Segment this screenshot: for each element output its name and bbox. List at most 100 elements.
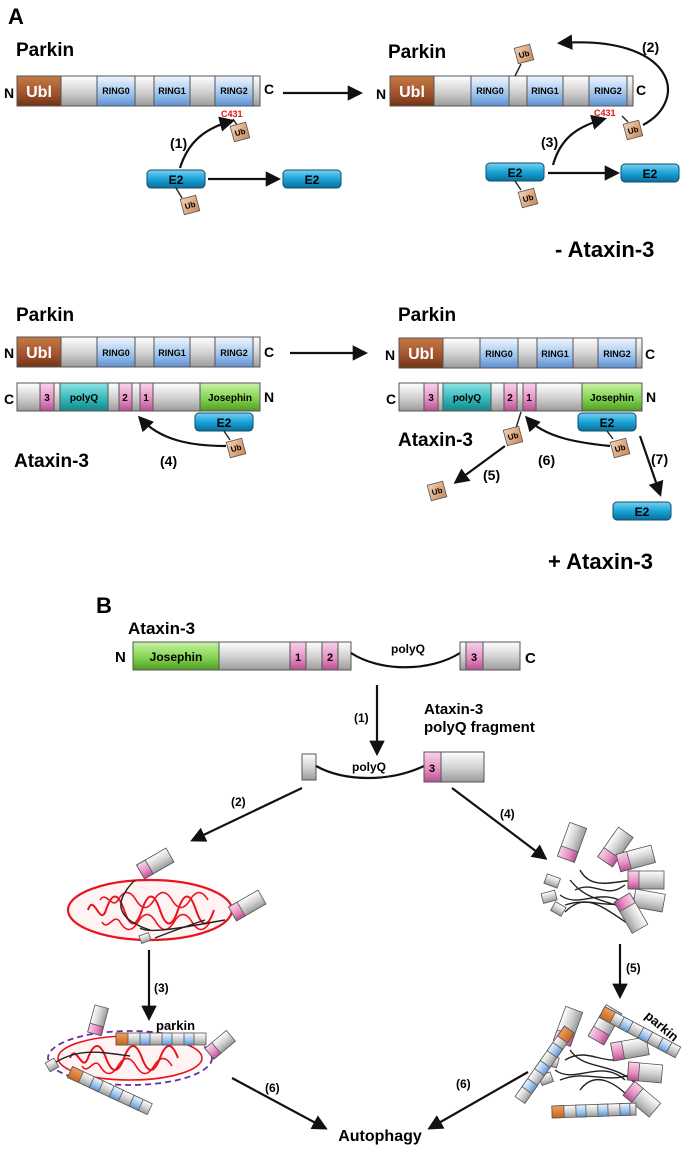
e2-label: E2 xyxy=(217,416,232,430)
fragment-tether xyxy=(120,879,151,931)
fragment-uim3-label: 3 xyxy=(429,763,435,775)
parkin-top-right: Parkin N Ubl RING0 RING1 RING2 C C431 Ub… xyxy=(376,34,680,209)
step1-arrow xyxy=(178,116,235,169)
ring0-label: RING0 xyxy=(102,348,130,358)
ring1-label: RING1 xyxy=(158,348,186,358)
ring2-domain xyxy=(597,337,637,369)
ub-on-e2: Ub xyxy=(609,437,631,459)
ataxin-c-terminus-label: C xyxy=(4,391,14,407)
fragment-uim3 xyxy=(423,751,442,783)
e2-label: E2 xyxy=(600,416,615,430)
mitochondrion-cristae-2 xyxy=(99,891,209,909)
ub-on-ring2: Ub xyxy=(622,119,644,141)
ring1-domain xyxy=(526,75,564,107)
step3-label: (3) xyxy=(154,981,169,995)
ub-on-e2: Ub xyxy=(179,194,201,216)
josephin-label: Josephin xyxy=(208,393,252,404)
c-terminus-label: C xyxy=(264,344,274,360)
step6-arrow xyxy=(524,415,611,448)
ubl-domain xyxy=(16,75,62,107)
uim1-domain xyxy=(289,641,307,671)
ring1-label: RING1 xyxy=(541,349,569,359)
ring0-label: RING0 xyxy=(102,86,130,96)
fragment-stub xyxy=(44,1057,60,1073)
ring1-domain xyxy=(153,75,191,107)
e2-label: E2 xyxy=(508,166,523,180)
n-terminus-label: N xyxy=(376,86,386,102)
parkin-bottom-left: Parkin N Ubl RING0 RING1 RING2 C C 3 pol… xyxy=(4,305,274,472)
step1-label: (1) xyxy=(354,711,369,725)
mitochondrion-cristae xyxy=(69,1045,179,1071)
ataxin3-title: Ataxin-3 xyxy=(128,619,195,638)
ub-tether xyxy=(232,118,238,126)
parkin-title: Parkin xyxy=(16,305,74,326)
ring1-domain xyxy=(536,337,574,369)
fragment-title-line2: polyQ fragment xyxy=(424,719,535,736)
step2-label: (2) xyxy=(642,39,659,55)
polyq-label: polyQ xyxy=(453,393,482,404)
e2-free xyxy=(612,501,672,521)
svg-text:Ub: Ub xyxy=(184,200,197,211)
ataxin3-title: Ataxin-3 xyxy=(14,451,89,472)
ring2-label: RING2 xyxy=(220,348,248,358)
polyq-label: polyQ xyxy=(391,642,425,656)
mitochondrion-cristae-2 xyxy=(81,1057,173,1075)
ub-top-tether xyxy=(514,63,522,77)
dashed-membrane xyxy=(47,1030,213,1086)
aggregate-with-parkin: parkin xyxy=(514,1004,682,1119)
parkin-title: Parkin xyxy=(398,305,456,326)
step4-label: (4) xyxy=(160,453,177,469)
fragment-stub xyxy=(301,753,317,781)
polyq-domain xyxy=(59,382,109,412)
step3-label: (3) xyxy=(541,134,558,150)
step1-label: (1) xyxy=(170,135,187,151)
mitochondrion-cristae xyxy=(87,895,215,925)
c-terminus-label: C xyxy=(525,650,536,667)
c-terminus-label: C xyxy=(645,346,655,362)
fragment-on-mito-2 xyxy=(227,889,267,922)
svg-text:Ub: Ub xyxy=(234,127,247,138)
ataxin-n-terminus-label: N xyxy=(646,389,656,405)
fragment-2 xyxy=(204,1029,236,1060)
ring2-domain xyxy=(214,75,254,107)
ring0-label: RING0 xyxy=(485,349,513,359)
autophagy-label: Autophagy xyxy=(338,1128,422,1145)
fragment-polyq-linker xyxy=(315,765,425,780)
step4-arrow xyxy=(137,415,227,448)
ub-released: Ub xyxy=(426,480,448,502)
josephin-domain xyxy=(199,382,261,412)
parkin-top-left: Parkin N Ubl RING0 RING1 RING2 C C431 Ub… xyxy=(4,40,342,216)
n-terminus-label: N xyxy=(385,347,395,363)
uim3-label: 3 xyxy=(471,652,477,664)
step3-arrow xyxy=(551,114,607,166)
c-terminus-label: C xyxy=(264,81,274,97)
ring0-label: RING0 xyxy=(476,86,504,96)
ub-on-ataxin3: Ub xyxy=(502,425,524,447)
ub-tether xyxy=(621,115,629,123)
polyq-aggregate xyxy=(540,821,666,934)
step6-left-label: (6) xyxy=(265,1081,280,1095)
ub-on-e2: Ub xyxy=(225,437,247,459)
panel-a-label: A xyxy=(8,4,24,29)
parkin-bar-1 xyxy=(598,1006,682,1059)
polyq-linker xyxy=(350,652,461,669)
fragment-tether-2 xyxy=(139,919,226,932)
e2-ub-tether xyxy=(175,187,183,199)
ubl-label: Ubl xyxy=(26,84,52,101)
parkin-title: Parkin xyxy=(388,42,446,63)
step2-label: (2) xyxy=(231,795,246,809)
fragment-on-mito-1 xyxy=(135,847,175,880)
ring0-domain xyxy=(96,75,136,107)
c431-site-label: C431 xyxy=(221,109,243,119)
step7-arrow xyxy=(638,435,664,497)
step6-right-label: (6) xyxy=(456,1077,471,1091)
ring0-domain xyxy=(479,337,519,369)
step4-label: (4) xyxy=(500,807,515,821)
ub-on-e2: Ub xyxy=(517,187,539,209)
e2-free-label: E2 xyxy=(635,505,650,519)
uim2-domain xyxy=(118,382,133,412)
ub-attached-tether xyxy=(515,411,522,429)
josephin-label: Josephin xyxy=(150,650,203,664)
josephin-domain xyxy=(132,641,220,671)
